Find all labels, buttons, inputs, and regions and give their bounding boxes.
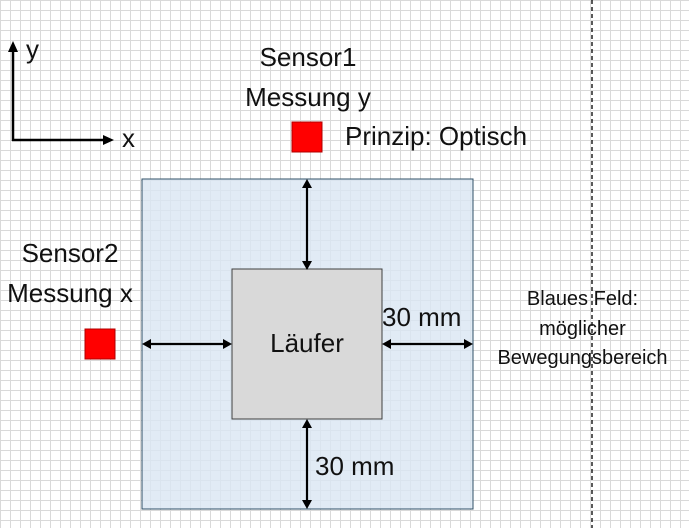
note-line3: Bewegungsbereich: [497, 347, 668, 369]
sensor1-name: Sensor1: [259, 42, 357, 72]
x-axis-label: x: [122, 123, 135, 153]
runner-label: Läufer: [270, 328, 344, 358]
right-distance-arrow: [382, 339, 473, 349]
left-distance-arrow: [142, 339, 232, 349]
distance-x-label: 30 mm: [382, 302, 462, 332]
x-axis-arrowhead: [103, 135, 114, 145]
note-line2: möglicher: [539, 318, 626, 340]
sensor1-measure: Messung y: [245, 82, 371, 112]
y-axis-label: y: [26, 34, 39, 64]
top-distance-arrow: [302, 179, 312, 270]
sensor1-marker: [291, 121, 323, 153]
sensor2-measure: Messung x: [7, 278, 133, 308]
note-line1: Blaues Feld:: [526, 288, 639, 310]
bottom-distance-arrow: [302, 419, 312, 509]
sensor1-principle: Prinzip: Optisch: [345, 121, 528, 151]
y-axis-arrowhead: [8, 41, 18, 52]
sensor2-name: Sensor2: [21, 238, 119, 268]
distance-y-label: 30 mm: [315, 451, 395, 481]
sensor2-marker: [84, 328, 116, 360]
